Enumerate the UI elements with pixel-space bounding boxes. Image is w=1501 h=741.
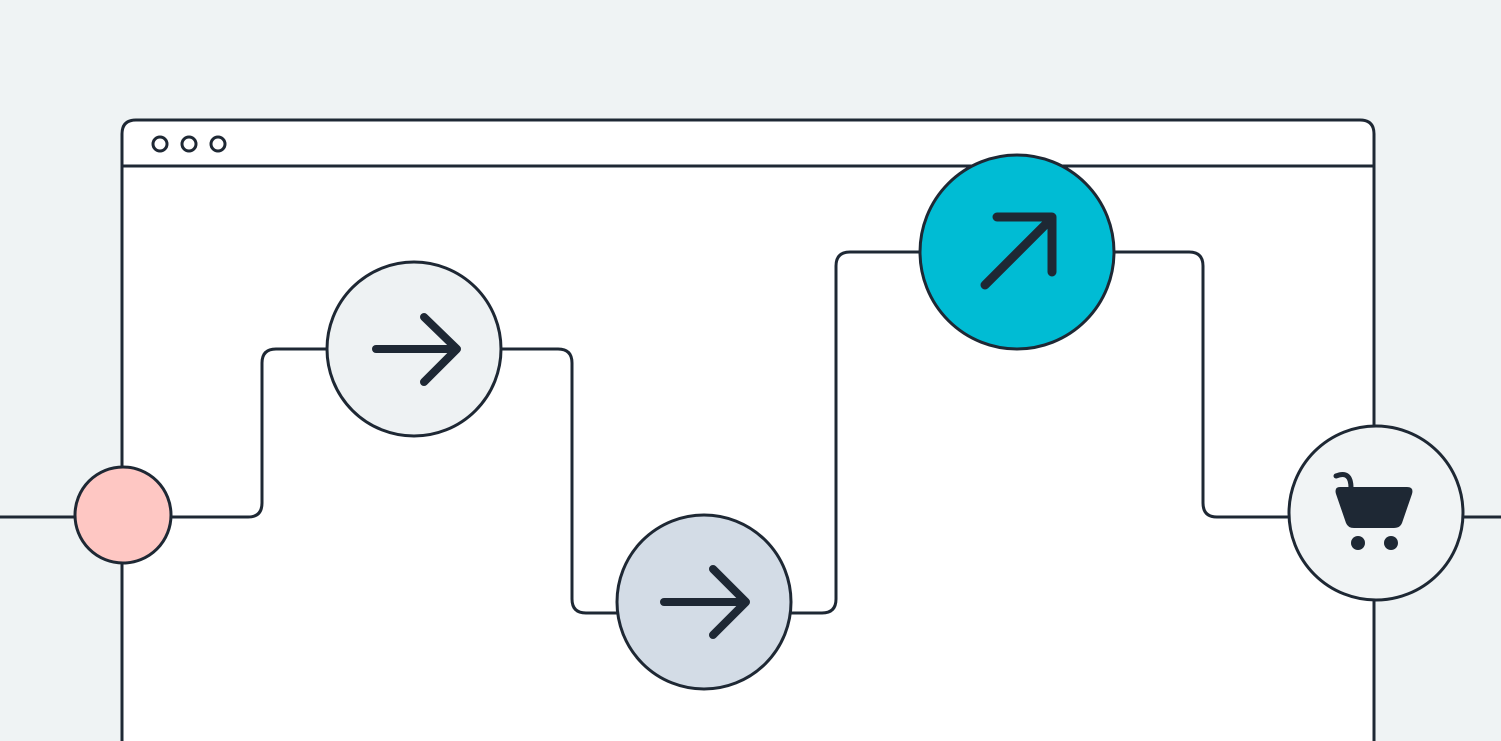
arrow-up-right-icon — [980, 212, 1057, 290]
window-dot-2 — [180, 135, 198, 153]
window-dot-1 — [151, 135, 169, 153]
journey-node-start — [73, 465, 173, 565]
journey-node-step-3 — [918, 153, 1116, 351]
start-node-circle — [73, 465, 173, 565]
journey-node-checkout — [1287, 424, 1465, 602]
journey-node-step-1 — [325, 260, 503, 438]
arrow-right-icon — [660, 565, 750, 639]
shopping-cart-icon — [1333, 472, 1413, 550]
arrow-right-icon — [372, 313, 461, 386]
window-dot-3 — [209, 135, 227, 153]
journey-node-step-2 — [615, 513, 793, 691]
